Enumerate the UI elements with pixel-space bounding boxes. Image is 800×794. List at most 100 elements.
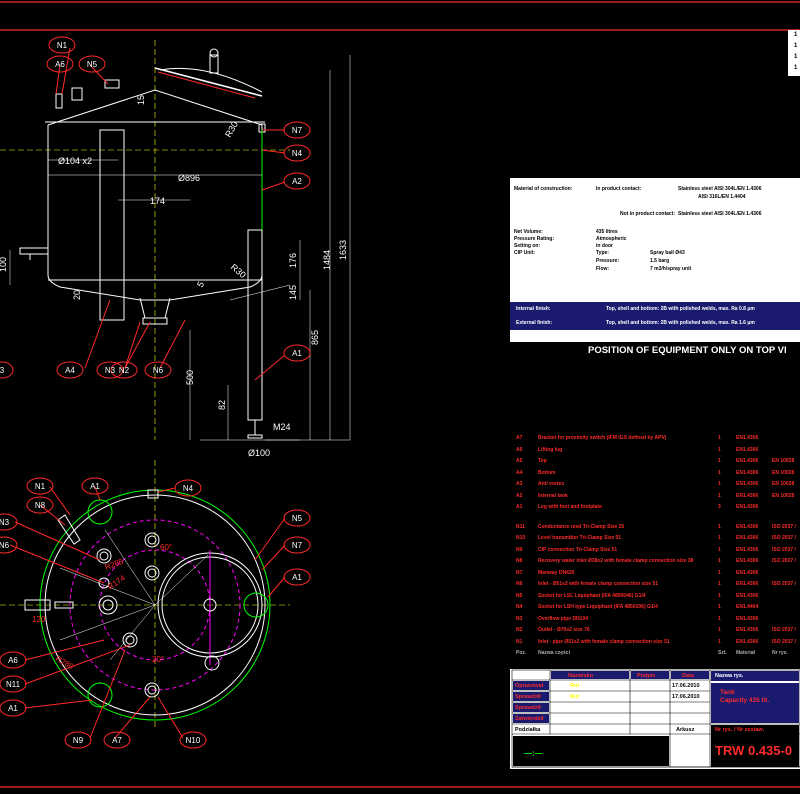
bom-desc: Anti vortex xyxy=(538,481,565,487)
bom-standard: ISO 2037 / xyxy=(772,535,796,541)
callout-n5: N5 xyxy=(87,60,98,69)
bom-material: EN1.4306 xyxy=(736,638,759,645)
top-callout-n1: N1 xyxy=(35,482,46,491)
top-callout-n8: N8 xyxy=(35,501,46,510)
scale-value: —:— xyxy=(524,749,543,758)
in-product-value-2: AISI 316L/EN 1.4404 xyxy=(698,194,746,200)
top-callout-n10: N10 xyxy=(186,736,201,745)
top-callout-a7: A7 xyxy=(112,736,122,745)
top-callout-n3: N3 xyxy=(0,518,10,527)
callout-n3: N3 xyxy=(105,366,116,375)
bom-desc: Outlet - Ø76x2 size 76 xyxy=(538,627,590,633)
rev-row: 1 xyxy=(794,32,798,38)
top-callout-n6: N6 xyxy=(0,541,10,550)
bom-material: EN1.4306 xyxy=(736,492,759,499)
bom-qty: 1 xyxy=(718,558,721,564)
bom-desc: Inlet - pipe Ø51x2 with female clamp con… xyxy=(538,638,670,645)
bom-pos: A1 xyxy=(516,504,523,510)
title-line-2: Capacity 435 lit. xyxy=(720,697,770,704)
dim-d100: 100 xyxy=(0,257,8,272)
bom-pos: N9 xyxy=(516,546,523,553)
cip-pressure-value: 1.5 barg xyxy=(650,258,670,264)
bom-standard: ISO 2037 / xyxy=(772,638,796,645)
dim-d104: Ø104 x2 xyxy=(58,156,92,166)
bom-desc: Lifting lug xyxy=(538,446,563,453)
cip-pressure-label: Pressure: xyxy=(596,258,620,264)
bom-material: EN1.4306 xyxy=(736,523,759,530)
tank-top-view xyxy=(24,489,271,721)
rev-row: 1 xyxy=(794,43,798,49)
callout-n6: N6 xyxy=(153,366,164,375)
dim-d896: Ø896 xyxy=(178,173,200,183)
scale-label: Podziałka xyxy=(515,727,541,733)
bom-material: Materiał xyxy=(736,650,755,656)
checked-name: Rut xyxy=(570,694,580,700)
cip-flow-value: 7 m3/h/spray unit xyxy=(650,266,692,272)
bom-pos: N11 xyxy=(516,523,525,530)
bom-material: EN1.4306 xyxy=(736,627,759,633)
bom-qty: 1 xyxy=(718,435,721,441)
bom-qty: 1 xyxy=(718,615,721,622)
bom-qty: 1 xyxy=(718,446,721,453)
callout-n4: N4 xyxy=(292,149,303,158)
bom-qty: 1 xyxy=(718,581,721,587)
cip-flow-label: Flow: xyxy=(596,266,610,272)
dim-d145: 145 xyxy=(288,285,298,300)
dim-d1484: 1484 xyxy=(322,250,332,270)
bom-desc: CIP connection Tri-Clamp Size 51 xyxy=(538,546,618,553)
bom-material: EN1.4306 xyxy=(736,535,759,541)
spec-box-bottom xyxy=(510,330,800,342)
net-volume-label: Net Volume: xyxy=(514,229,543,235)
dim-d500: 500 xyxy=(185,370,195,385)
bom-qty: 1 xyxy=(718,546,721,553)
dim-60deg: 60° xyxy=(160,543,172,552)
top-callout-a1c: A1 xyxy=(8,704,18,713)
dim-d176: 176 xyxy=(288,253,298,268)
bom-qty: 1 xyxy=(718,604,721,610)
top-callout-labels: N1 A1 N4 N8 N3 N6 N5 N7 A1 A6 N11 A1 N9 … xyxy=(0,482,303,745)
bom-standard: ISO 2037 / xyxy=(772,581,796,587)
material-label: Material of construction: xyxy=(514,186,573,192)
bom-pos: N2 xyxy=(516,627,523,633)
side-callout-labels: N1 A6 N5 N7 N4 A2 A4 N3 N2 N6 A1 3 xyxy=(0,41,303,375)
bom-standard: ISO 2037 / xyxy=(772,627,796,633)
in-product-label: In product contact: xyxy=(596,186,642,192)
internal-finish-value: Top, shell and bottom: 2B with polished … xyxy=(606,306,755,312)
bom-pos: N8 xyxy=(516,558,523,564)
bom-material: EN1.4306 xyxy=(736,446,759,453)
bom-desc: Conductance nisd Tri-Clamp Size 25 xyxy=(538,523,625,530)
top-callout-n9: N9 xyxy=(73,736,84,745)
bom-desc: Overflow pipe DN104 xyxy=(538,615,589,622)
bom-desc: Socket for LSH type Liquiphant (IFA 4850… xyxy=(538,604,658,610)
bom-pos: N7 xyxy=(516,569,523,576)
bom-pos: A7 xyxy=(516,435,523,441)
bom-standard: ISO 2037 / xyxy=(772,546,796,553)
cip-label: CIP Unit: xyxy=(514,250,536,256)
drawing-number: TRW 0.435-0 xyxy=(715,743,793,758)
dim-r30a: R30 xyxy=(223,120,240,139)
sheet-label: Arkusz xyxy=(676,727,695,733)
setting-value: in door xyxy=(596,243,613,249)
checked-date: 17.06.2010 xyxy=(672,694,700,700)
dim-d20: 20 xyxy=(72,290,82,300)
bom-standard: Nr rys. xyxy=(772,650,788,656)
bom-qty: 1 xyxy=(718,492,721,499)
bom-desc: Bottom xyxy=(538,469,556,476)
prepared-date: 17.06.2010 xyxy=(672,683,700,689)
bom-qty: 1 xyxy=(718,638,721,645)
bom-qty: 1 xyxy=(718,523,721,530)
bom-standard: EN 10028 xyxy=(772,469,795,476)
bom-desc: Manway DN420 xyxy=(538,569,575,576)
dim-d15: 15 xyxy=(136,95,146,105)
row-checked-2: Sprawdził xyxy=(515,705,541,711)
